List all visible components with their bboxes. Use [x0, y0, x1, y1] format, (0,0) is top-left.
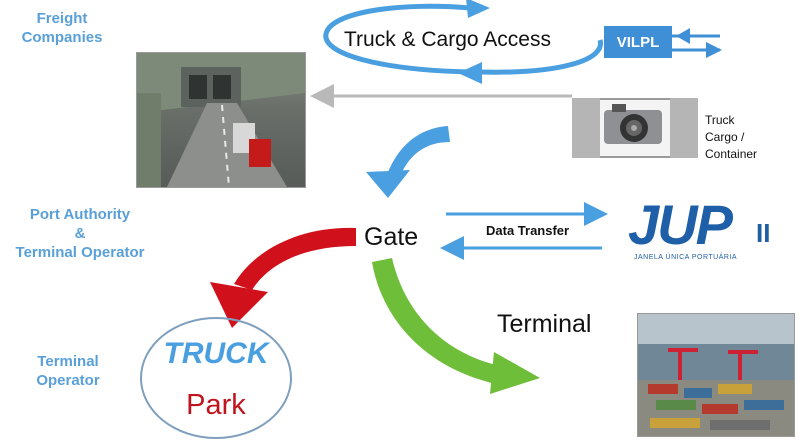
port-authority-label: Port Authority & Terminal Operator: [0, 205, 160, 262]
terminal-label: Terminal: [497, 310, 592, 338]
terminal-operator-label: Terminal Operator: [20, 352, 116, 390]
terminal-line: Terminal: [37, 353, 99, 370]
terminal-arrowhead: [490, 352, 540, 394]
jup-logo-subtitle: JANELA ÚNICA PORTUÁRIA: [634, 254, 738, 261]
gate-to-truck-park-arrow: [234, 227, 356, 290]
companies-line: Companies: [21, 29, 103, 46]
highway-photo-drawing: [137, 53, 305, 187]
vilpl-label: VILPL: [616, 33, 660, 51]
camera-caption-cargo: Cargo /: [705, 130, 745, 144]
gate-label: Gate: [364, 223, 419, 251]
operator-line: Operator: [36, 372, 100, 389]
into-gate-arrowhead: [366, 170, 410, 198]
terminal-operator-line: Terminal Operator: [15, 244, 145, 261]
vilpl-box: VILPL: [604, 26, 672, 58]
truck-park-ellipse: TRUCK Park: [140, 317, 292, 439]
camera-caption-truck: Truck: [705, 113, 735, 127]
camera-caption: Truck Cargo / Container: [705, 112, 757, 163]
access-loop-return: [479, 39, 603, 75]
terminal-photo-drawing: [638, 314, 794, 436]
bidirectional-arrows-icon: [672, 28, 722, 58]
highway-photo: [136, 52, 306, 188]
port-authority-line: Port Authority: [29, 206, 131, 223]
jup-logo: JUP II JANELA ÚNICA PORTUÁRIA: [624, 193, 792, 268]
camera-drawing: [572, 98, 698, 158]
freight-line: Freight: [36, 10, 88, 27]
truck-park-park-label: Park: [186, 389, 246, 421]
camera-caption-container: Container: [705, 147, 758, 161]
truck-park-truck-label: TRUCK: [163, 337, 269, 370]
access-loop-arrowhead-top: [466, 0, 490, 18]
freight-companies-label: Freight Companies: [14, 9, 110, 47]
ampersand-line: &: [74, 225, 86, 242]
jup-logo-text: JUP: [628, 193, 733, 256]
jup-logo-suffix: II: [756, 218, 771, 248]
truck-park-arrowhead: [210, 282, 268, 328]
truck-cargo-access-label: Truck & Cargo Access: [344, 28, 551, 51]
camera-icon: [572, 98, 698, 158]
data-transfer-label: Data Transfer: [486, 223, 570, 238]
gate-to-terminal-arrow: [372, 258, 500, 384]
access-loop-arrow: [323, 3, 471, 75]
access-loop-arrowhead-bottom: [458, 62, 482, 84]
terminal-photo: [637, 313, 795, 437]
into-gate-arrow: [388, 126, 450, 172]
